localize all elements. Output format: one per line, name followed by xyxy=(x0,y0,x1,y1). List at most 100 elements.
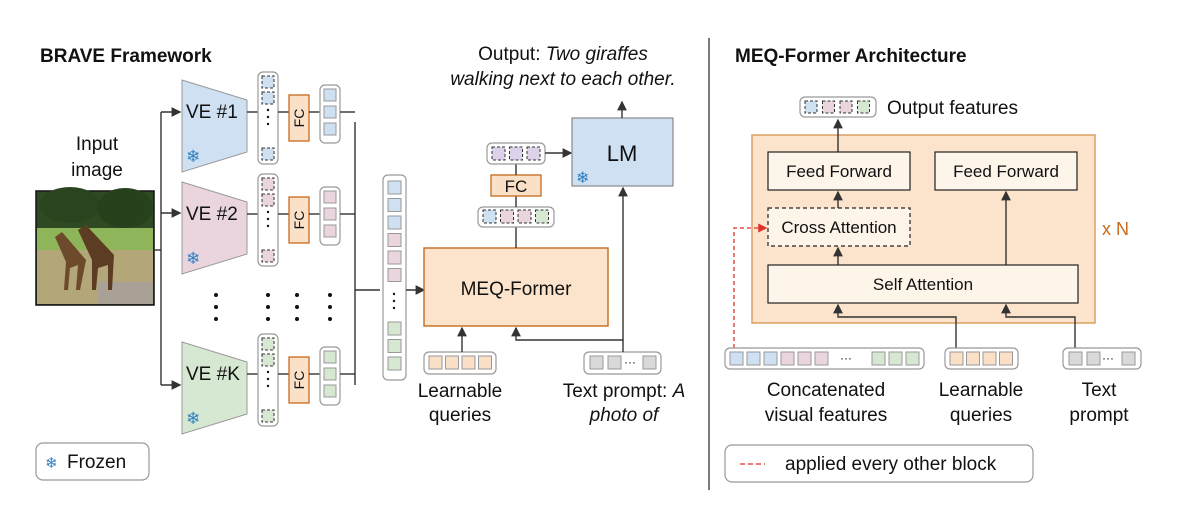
text-prompt-label-1: Text prompt: A xyxy=(563,381,686,402)
self-attention-label: Self Attention xyxy=(873,275,973,294)
visual-tokens-dots: ··· xyxy=(840,351,852,365)
dot xyxy=(266,108,270,112)
meq-architecture-title: MEQ-Former Architecture xyxy=(735,46,967,67)
fc-label-top: FC xyxy=(505,177,528,196)
dot xyxy=(266,377,270,381)
learnable-queries-label-1: Learnable xyxy=(418,381,503,402)
meq-output-token xyxy=(517,209,532,224)
dot xyxy=(266,384,270,388)
input-image xyxy=(35,187,155,306)
query-token xyxy=(949,351,964,366)
text-label-1: Text xyxy=(1082,380,1118,401)
snowflake-icon: ❄ xyxy=(186,147,200,166)
cross-attention-dashed-arrow xyxy=(733,223,768,348)
feed-forward-left xyxy=(767,151,911,191)
visual-token xyxy=(797,351,812,366)
feed-forward-left-label: Feed Forward xyxy=(786,162,892,181)
visual-token xyxy=(729,351,744,366)
token xyxy=(261,409,275,423)
meq-output-token xyxy=(535,209,549,224)
lm-snowflake-icon: ❄ xyxy=(576,170,589,187)
fc-label: FC xyxy=(291,371,307,390)
text-label-2: prompt xyxy=(1069,405,1129,426)
prompt-dots: ··· xyxy=(624,355,636,369)
self-attention-block xyxy=(767,264,1079,304)
encoder-branch-1: VE #1❄FC xyxy=(181,71,355,173)
meq-former-label: MEQ-Former xyxy=(461,279,573,300)
query-token xyxy=(982,351,997,366)
visual-token xyxy=(871,351,886,366)
dot xyxy=(266,122,270,126)
token xyxy=(261,353,275,367)
concat-token xyxy=(387,215,402,230)
token xyxy=(323,122,337,136)
query-token xyxy=(461,355,476,370)
dot xyxy=(392,292,396,296)
projected-token xyxy=(491,146,506,161)
dot xyxy=(392,299,396,303)
dot xyxy=(266,115,270,119)
queries-to-self-arrow xyxy=(833,303,957,348)
fc-label: FC xyxy=(291,211,307,230)
token xyxy=(323,384,337,398)
cross-attention-block xyxy=(767,207,911,247)
learnable-queries-label-2: queries xyxy=(429,405,491,426)
concat-token xyxy=(387,250,402,265)
vision-encoder-3 xyxy=(181,341,248,435)
token xyxy=(323,224,337,238)
fc-label: FC xyxy=(291,109,307,128)
token xyxy=(323,88,337,102)
meq-output-token xyxy=(482,209,497,224)
snowflake-icon: ❄ xyxy=(186,249,200,268)
token xyxy=(261,75,275,89)
output-feature-token xyxy=(822,100,835,114)
token xyxy=(261,91,275,105)
vision-encoder-label-3: VE #K xyxy=(186,364,240,385)
dot xyxy=(266,224,270,228)
dot xyxy=(266,217,270,221)
frozen-legend-label: Frozen xyxy=(67,452,126,473)
dot xyxy=(392,306,396,310)
token xyxy=(261,147,275,161)
output-line2: walking next to each other. xyxy=(450,69,675,90)
concat-token xyxy=(387,339,402,353)
prompt-dots-right: ··· xyxy=(1102,351,1114,365)
lm-block xyxy=(571,117,674,187)
frozen-legend-snowflake-icon: ❄ xyxy=(45,455,58,472)
concat-token xyxy=(387,180,402,195)
output-features-label: Output features xyxy=(887,98,1018,119)
query-token xyxy=(445,355,459,370)
dashed-legend-label: applied every other block xyxy=(785,454,997,475)
token xyxy=(323,350,337,364)
concatenated-features-column xyxy=(382,174,407,381)
repeat-n-label: x N xyxy=(1102,219,1129,239)
projected-token xyxy=(526,146,541,161)
token xyxy=(323,190,337,204)
token xyxy=(261,249,275,263)
output-feature-token xyxy=(839,100,853,114)
feed-forward-right-label: Feed Forward xyxy=(953,162,1059,181)
visual-token xyxy=(780,351,795,366)
query-token xyxy=(999,351,1013,366)
token xyxy=(323,105,337,119)
token xyxy=(261,193,275,207)
brave-framework-title: BRAVE Framework xyxy=(40,46,212,67)
lm-label: LM xyxy=(607,141,638,166)
concat-label-2: visual features xyxy=(765,405,888,426)
dashed-legend xyxy=(724,444,1034,483)
prompt-to-self-arrow xyxy=(1001,303,1076,348)
vision-encoder-2 xyxy=(181,181,248,275)
concat-token xyxy=(387,356,402,371)
token xyxy=(323,367,337,381)
meq-output-token xyxy=(500,209,514,224)
query-token xyxy=(966,351,980,366)
queries-label-1: Learnable xyxy=(939,380,1024,401)
encoder-branch-2: VE #2 ❄ FC xyxy=(181,173,355,275)
fc-block-3 xyxy=(288,356,310,404)
visual-token xyxy=(814,351,829,366)
vision-encoder-label-2: VE #2 xyxy=(186,204,238,225)
queries-label-2: queries xyxy=(950,405,1012,426)
encoder-ellipsis xyxy=(214,293,332,321)
fc-block-2 xyxy=(288,196,310,244)
